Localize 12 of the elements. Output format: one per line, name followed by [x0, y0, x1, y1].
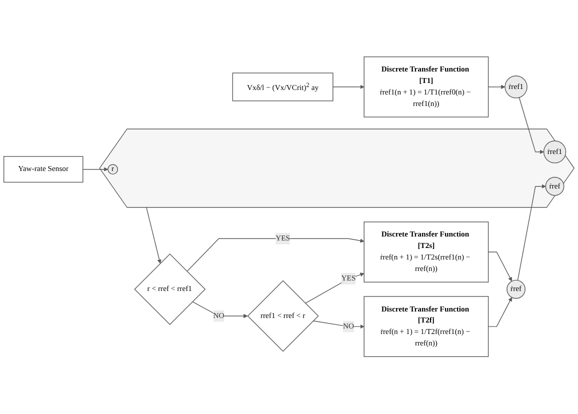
arrow [488, 85, 506, 90]
arrow [192, 302, 248, 318]
arrow [146, 207, 162, 264]
arrow [332, 85, 364, 90]
arrow [488, 297, 512, 328]
arrow [82, 168, 108, 172]
arrow [304, 272, 364, 304]
arrow [186, 238, 364, 272]
arrow [488, 252, 512, 282]
arrow [518, 97, 544, 154]
cluster [99, 128, 575, 208]
arrow [517, 184, 546, 281]
